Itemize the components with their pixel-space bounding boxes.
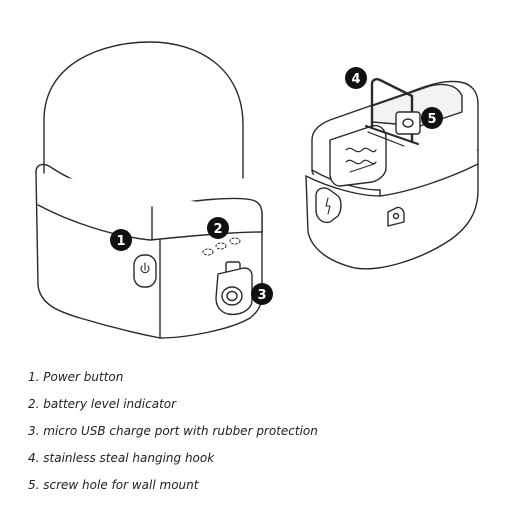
hanging-hook-icon (365, 78, 419, 147)
callout-4: 4 (345, 67, 367, 89)
battery-indicator-icon (202, 237, 241, 256)
side-usb-flap (315, 187, 342, 224)
callout-5: 5 (421, 107, 443, 129)
side-hole (387, 206, 405, 227)
legend-item-battery-indicator: 2. battery level indicator (28, 397, 177, 411)
device-back-view (305, 78, 479, 270)
dome-cover (43, 41, 244, 179)
usb-port-icon (215, 261, 253, 316)
product-illustration: 1 2 3 (35, 41, 479, 339)
callout-2: 2 (207, 217, 229, 239)
power-icon (140, 265, 150, 274)
screw-hole-icon (395, 111, 421, 135)
callout-5-number: 5 (427, 112, 436, 127)
feature-legend: 1. Power button 2. battery level indicat… (28, 368, 318, 503)
callout-2-number: 2 (213, 222, 222, 237)
callout-3-number: 3 (257, 288, 266, 303)
legend-item-usb-port: 3. micro USB charge port with rubber pro… (28, 424, 318, 438)
legend-item-power-button: 1. Power button (28, 370, 124, 384)
power-button (133, 254, 157, 288)
legend-item-hanging-hook: 4. stainless steal hanging hook (28, 451, 215, 465)
callout-3: 3 (251, 283, 273, 305)
legend-item-screw-hole: 5. screw hole for wall mount (28, 478, 199, 492)
label-plate (329, 124, 387, 187)
callout-1-number: 1 (116, 234, 125, 249)
device-front-view (35, 41, 263, 339)
callout-4-number: 4 (351, 72, 360, 87)
callout-1: 1 (110, 229, 132, 251)
